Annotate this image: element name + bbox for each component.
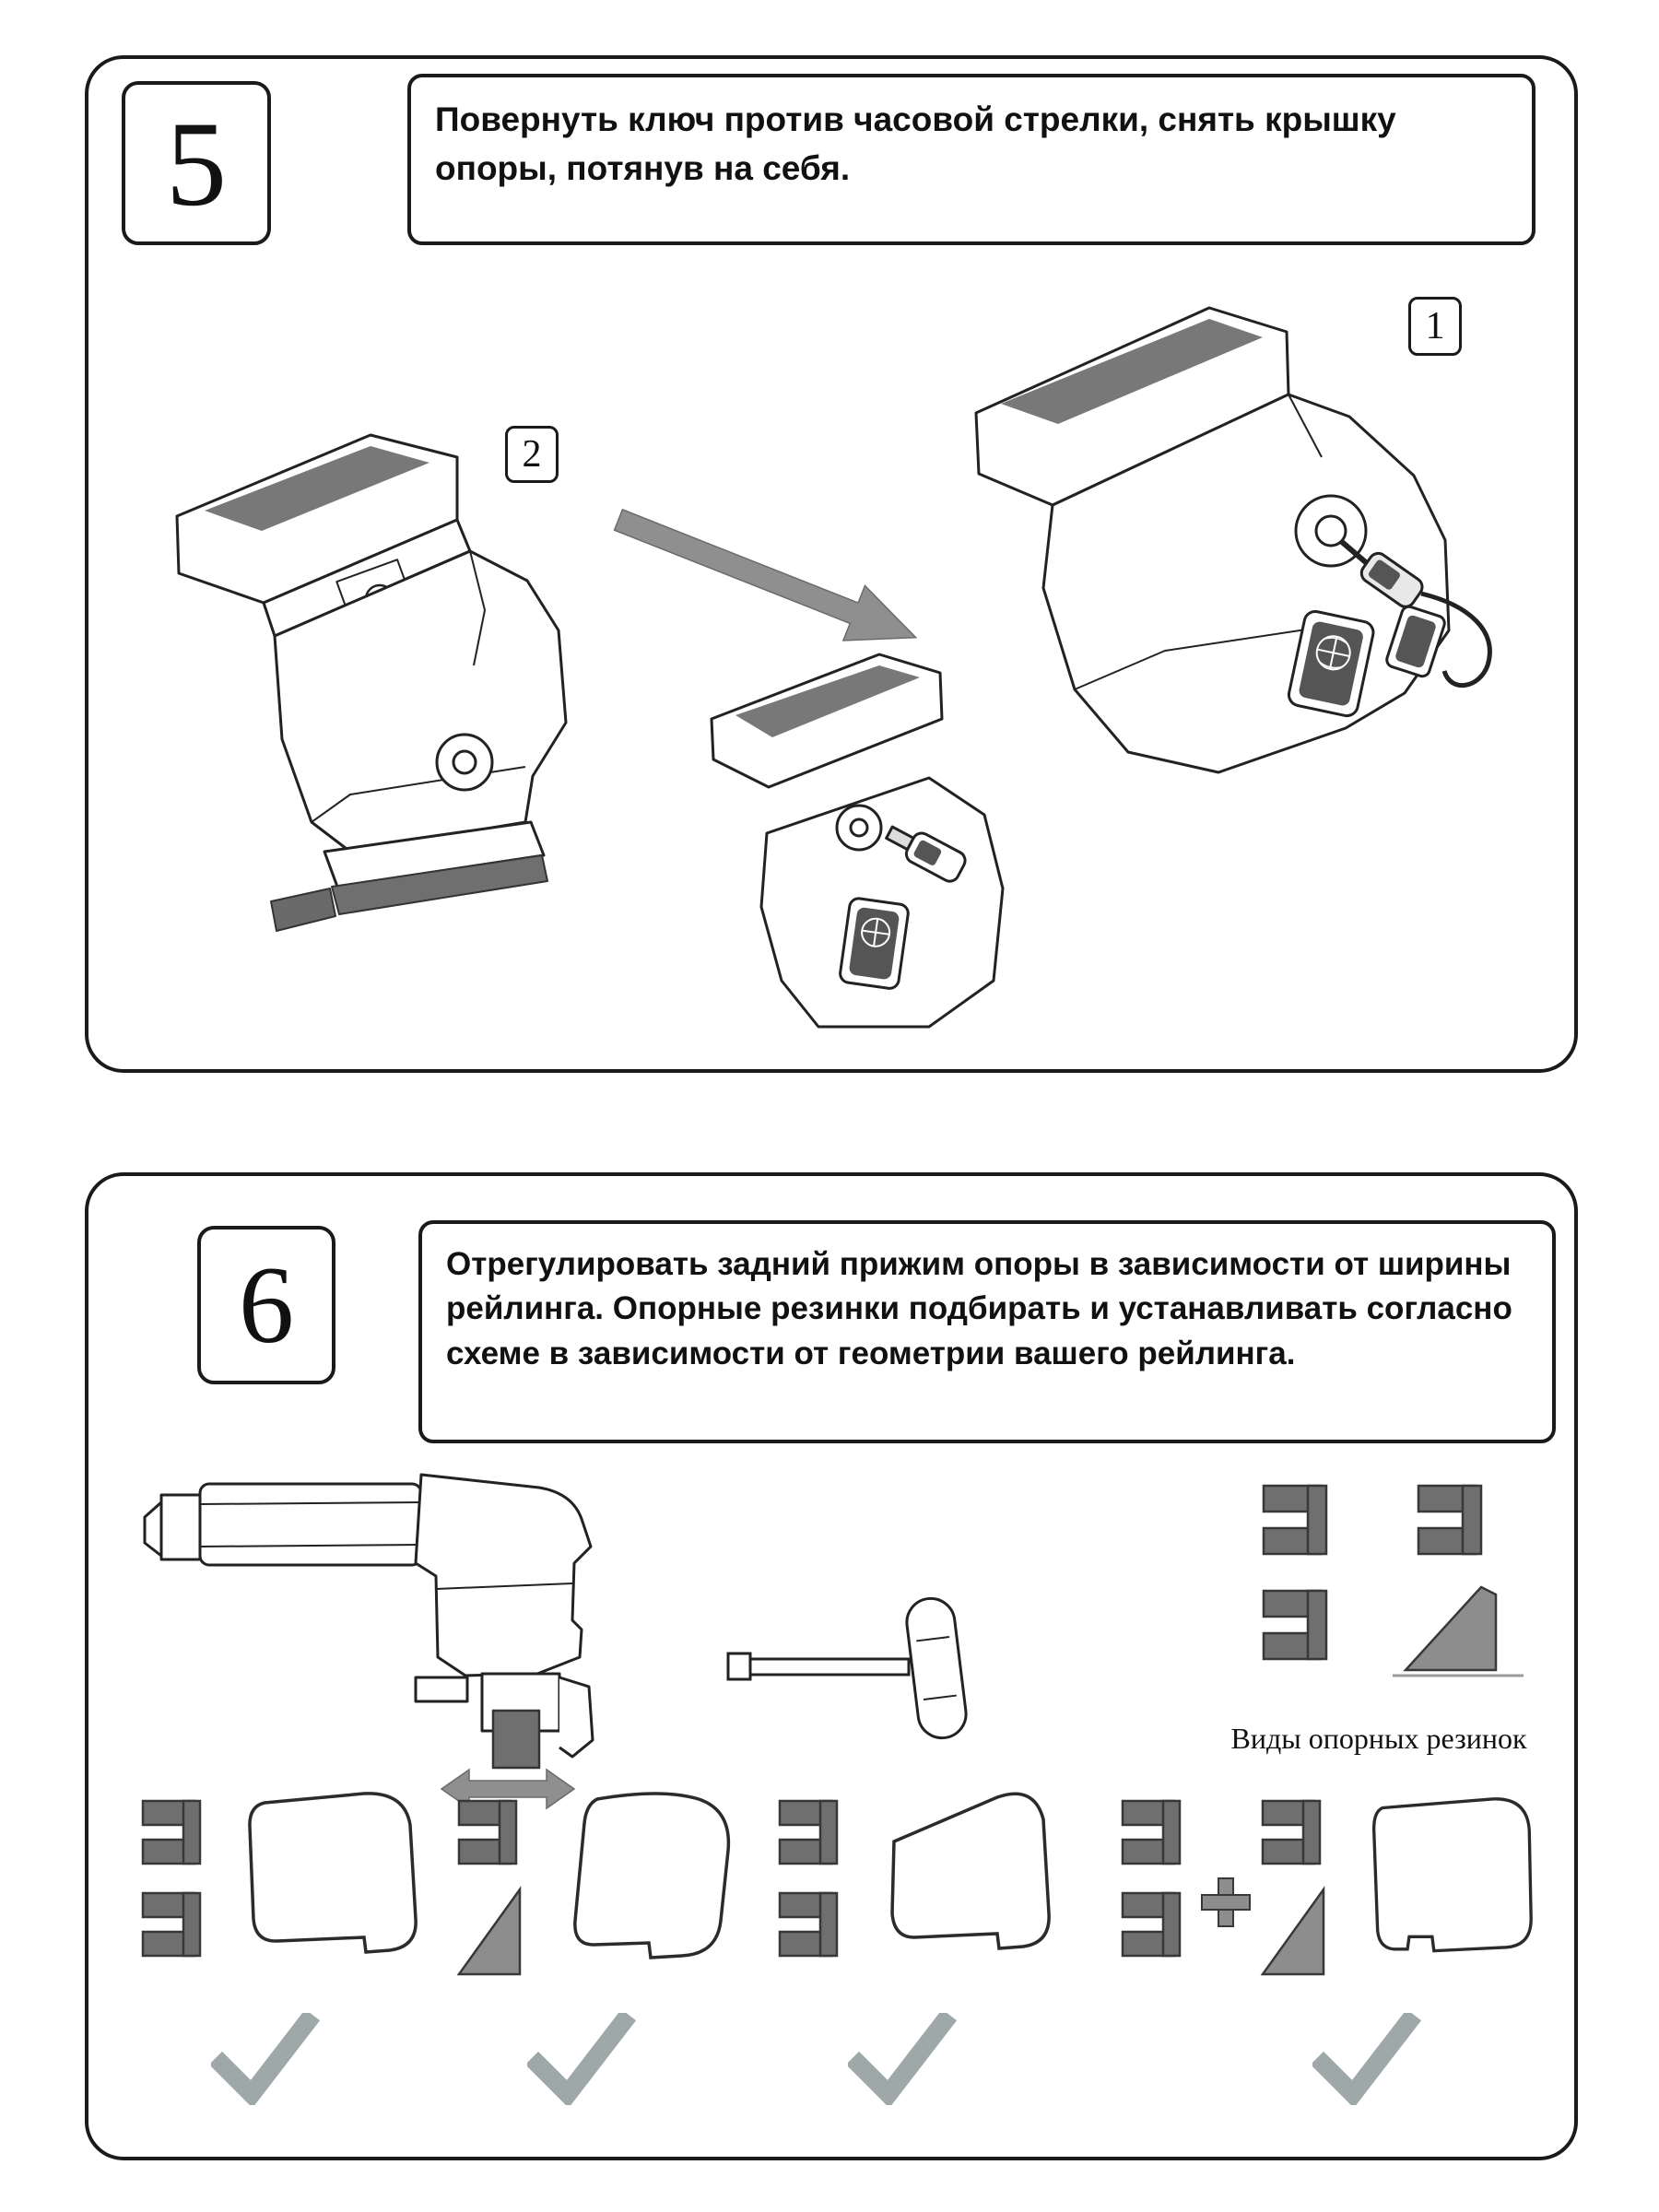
- rubber-pads-icon: [778, 1799, 839, 1958]
- step5-number-box: 5: [122, 81, 271, 245]
- checkmark-icon: [848, 2013, 957, 2105]
- step5-instruction-text: Повернуть ключ против часовой стрелки, с…: [435, 100, 1396, 187]
- step6-instruction-box: Отрегулировать задний прижим опоры в зав…: [418, 1220, 1556, 1443]
- pads-caption: Виды опорных резинок: [1230, 1722, 1527, 1755]
- foot-with-key-drawing: [710, 653, 1005, 1029]
- rubber-pad-types-drawing: [1262, 1484, 1524, 1677]
- checkmark-icon: [527, 2013, 636, 2105]
- step6-instruction-text: Отрегулировать задний прижим опоры в зав…: [446, 1246, 1512, 1371]
- rubber-pads-icon: [456, 1799, 522, 1976]
- railing-profile-drawing: [248, 1792, 418, 1954]
- callout-opened-foot-number: 2: [522, 433, 542, 476]
- checkmark-icon: [211, 2013, 320, 2105]
- foot-rear-clamp-drawing: [143, 1473, 594, 1810]
- railing-profile-drawing: [573, 1792, 731, 1959]
- allen-key-drawing: [726, 1596, 968, 1740]
- foot-cover-removed-drawing: [175, 433, 568, 932]
- pad-option-4: [1119, 1784, 1561, 2135]
- plus-icon: [1201, 1877, 1251, 1927]
- step5-instruction-box: Повернуть ключ против часовой стрелки, с…: [407, 74, 1535, 245]
- callout-assembled-foot-number: 1: [1425, 305, 1445, 347]
- step6-panel: 6 Отрегулировать задний прижим опоры в з…: [85, 1172, 1578, 2160]
- step5-number: 5: [166, 95, 227, 231]
- pad-option-1: [139, 1784, 443, 2135]
- direction-arrow-icon: [613, 508, 918, 641]
- railing-profile-drawing: [1371, 1797, 1533, 1953]
- rubber-pads-icon: [141, 1799, 202, 1958]
- step6-number-box: 6: [197, 1226, 335, 1384]
- checkmark-icon: [1312, 2013, 1421, 2105]
- pad-option-2: [455, 1784, 759, 2135]
- callout-assembled-foot: 1: [1408, 297, 1462, 356]
- railing-profile-drawing: [890, 1792, 1051, 1950]
- rubber-pads-icon: [1260, 1799, 1325, 1976]
- callout-opened-foot: 2: [505, 426, 559, 483]
- foot-assembled-drawing: [974, 306, 1492, 774]
- step6-number: 6: [239, 1243, 294, 1366]
- rubber-pads-icon: [1121, 1799, 1182, 1958]
- pad-option-3: [776, 1784, 1080, 2135]
- step5-panel: 5 Повернуть ключ против часовой стрелки,…: [85, 55, 1578, 1073]
